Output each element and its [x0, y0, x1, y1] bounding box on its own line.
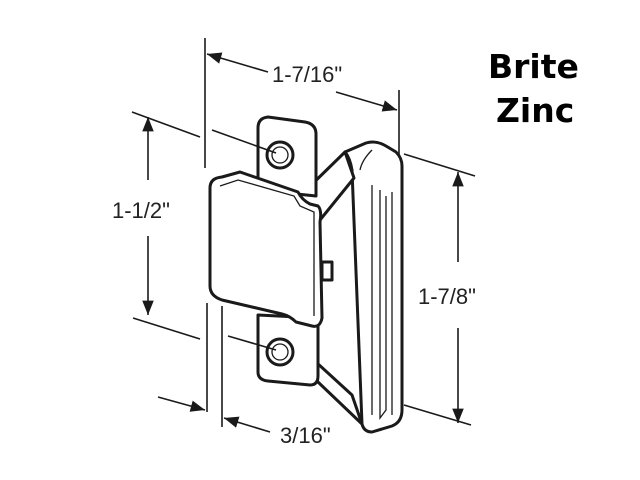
finish-line-2: Zinc: [496, 91, 574, 130]
finish-label: Brite Zinc: [488, 47, 579, 130]
dim-depth-label: 3/16": [280, 423, 331, 448]
dim-height-left-label: 1-1/2": [112, 198, 170, 223]
top-screw-hole: [265, 140, 295, 170]
latch-tab: [320, 260, 334, 282]
extension-lines: [131, 38, 476, 427]
dimension-labels: 1-7/16" 1-1/2" 1-7/8" 3/16": [112, 62, 476, 448]
dim-width-label: 1-7/16": [272, 62, 342, 87]
dim-height-right-label: 1-7/8": [418, 284, 476, 309]
keeper-rail: [343, 140, 404, 434]
dimension-arrows: [142, 52, 464, 433]
bottom-screw-hole: [265, 337, 295, 367]
latch-part: [208, 115, 404, 434]
finish-line-1: Brite: [488, 47, 579, 86]
